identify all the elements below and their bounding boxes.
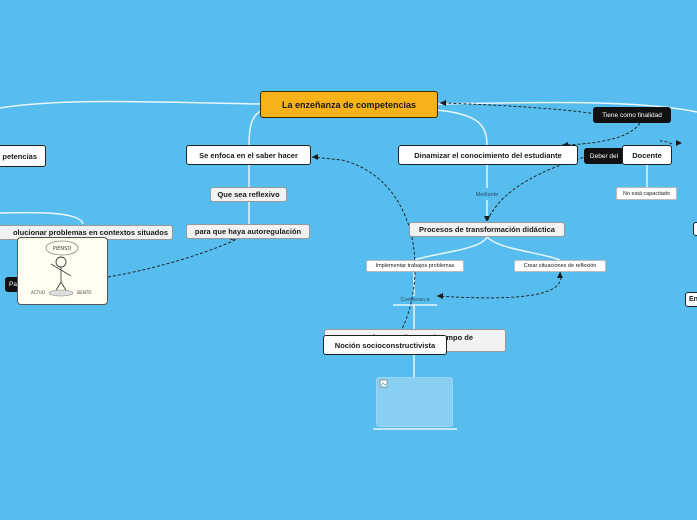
- image-right-text: SIENTO: [77, 290, 92, 295]
- branch-implementar: [413, 236, 488, 261]
- branch-crear: [486, 236, 561, 261]
- broken-image-icon: [379, 379, 388, 388]
- node-se-enfoca[interactable]: Se enfoca en el saber hacer: [186, 145, 311, 165]
- branch-left-top: [0, 100, 261, 109]
- node-nocion-socioconstructivista[interactable]: Noción socioconstructivista: [323, 335, 447, 355]
- dashed-crear-to-conllevan: [436, 271, 562, 299]
- node-deber-del[interactable]: Deber del: [584, 148, 624, 164]
- dashed-tiene-to-main: [439, 102, 597, 115]
- illustration-pienso-actuo-siento[interactable]: PIENSO ACTUO SIENTO: [17, 237, 108, 305]
- node-tiene-como-finalidad[interactable]: Tiene como finalidad: [593, 107, 671, 123]
- node-right-edge-1[interactable]: [693, 222, 697, 236]
- node-docente[interactable]: Docente: [622, 145, 672, 165]
- node-no-esta-capacitado[interactable]: No está capacitado: [616, 187, 677, 200]
- branch-dinamizar: [435, 109, 488, 147]
- label-conllevan-a[interactable]: Conllevan a: [400, 297, 430, 303]
- stick-figure-icon: PIENSO ACTUO SIENTO: [31, 240, 92, 297]
- dashed-nocion-to-enfoca: [311, 156, 416, 338]
- node-dinamizar[interactable]: Dinamizar el conocimiento del estudiante: [398, 145, 578, 165]
- main-topic[interactable]: La enzeñanza de competencias: [260, 91, 438, 118]
- node-crear-situaciones[interactable]: Crear situaciones de reflexión: [514, 260, 606, 272]
- dashed-image-to-autoregulacion: [107, 238, 238, 278]
- node-implementar-trabajos[interactable]: Implementar trabajos problemas: [366, 260, 464, 272]
- image-left-text: ACTUO: [31, 290, 45, 295]
- node-que-sea-reflexivo[interactable]: Que sea reflexivo: [210, 187, 287, 202]
- node-competencias-left[interactable]: petencias: [0, 145, 46, 167]
- node-procesos-transformacion[interactable]: Procesos de transformación didáctica: [409, 222, 565, 237]
- image-placeholder[interactable]: [376, 377, 453, 427]
- image-title-text: PIENSO: [53, 246, 72, 252]
- node-autoregulacion[interactable]: para que haya autoregulación: [186, 224, 310, 239]
- node-right-edge-2[interactable]: En: [685, 292, 697, 307]
- dashed-tiene-to-dinamizar: [561, 122, 641, 146]
- label-mediante[interactable]: Mediante: [475, 191, 499, 198]
